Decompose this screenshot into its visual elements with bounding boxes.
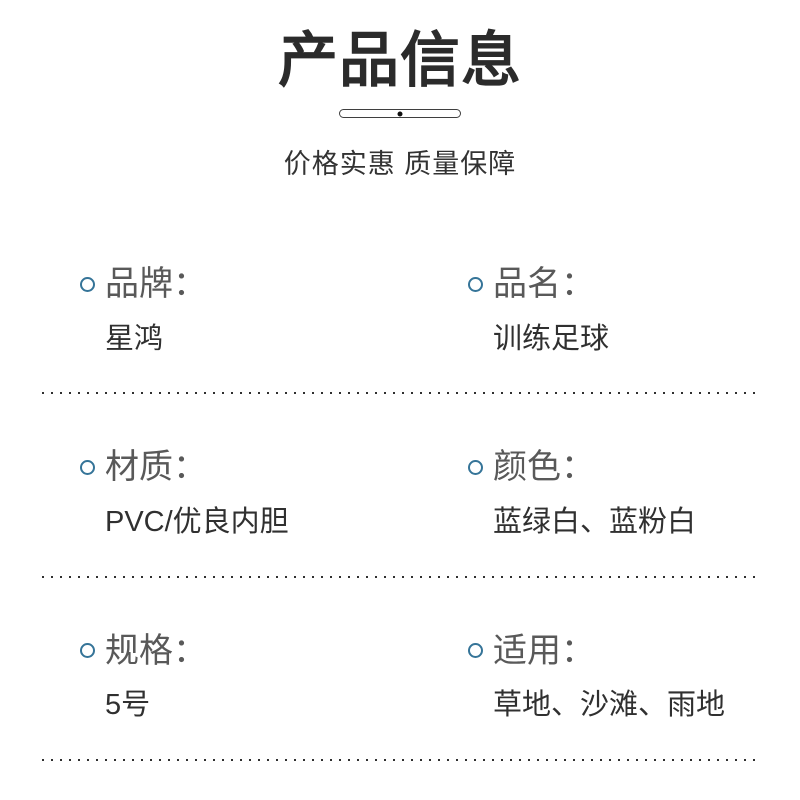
attr-color-value: 蓝绿白、蓝粉白: [493, 505, 697, 538]
attr-label-line: 材质：: [80, 446, 400, 489]
attr-material: 材质： PVC/优良内胆: [42, 446, 400, 539]
attr-material-label: 材质：: [105, 448, 207, 487]
attr-color: 颜色： 蓝绿白、蓝粉白: [400, 446, 758, 539]
pill-dot-icon: [397, 111, 403, 116]
dotted-divider: [42, 392, 758, 395]
header: 产品信息 价格实惠 质量保障: [0, 0, 800, 181]
attr-brand-value: 星鸿: [105, 322, 164, 355]
attr-usage: 适用： 草地、沙滩、雨地: [400, 630, 758, 723]
attr-row-1: 品牌： 星鸿 品名： 训练足球: [42, 263, 758, 356]
attr-product-name-label: 品名：: [493, 265, 595, 303]
page-subtitle: 价格实惠 质量保障: [283, 149, 517, 179]
attr-row-3: 规格： 5号 适用： 草地、沙滩、雨地: [42, 630, 758, 723]
attr-color-label: 颜色：: [493, 448, 595, 487]
attr-label-line: 品牌：: [80, 263, 400, 306]
attr-brand-label: 品牌：: [105, 265, 207, 303]
attr-product-name: 品名： 训练足球: [400, 263, 758, 356]
attributes-section: 品牌： 星鸿 品名： 训练足球 材质： PVC/优良内胆 颜色： 蓝绿白: [0, 263, 800, 761]
attr-size: 规格： 5号: [42, 630, 400, 723]
attr-label-line: 规格：: [80, 630, 400, 673]
attr-brand: 品牌： 星鸿: [42, 263, 400, 356]
dotted-divider: [42, 575, 758, 578]
attr-size-label: 规格：: [105, 631, 207, 670]
ring-icon: [468, 276, 483, 292]
ring-icon: [80, 460, 95, 476]
ring-icon: [80, 643, 95, 659]
ring-icon: [80, 276, 95, 292]
page-title: 产品信息: [278, 27, 522, 94]
attr-label-line: 品名：: [468, 263, 758, 306]
attr-label-line: 适用：: [468, 630, 758, 673]
attr-product-name-value: 训练足球: [493, 322, 610, 355]
dotted-divider: [42, 758, 758, 761]
ring-icon: [468, 643, 483, 659]
ring-icon: [468, 460, 483, 476]
attr-usage-label: 适用：: [493, 631, 595, 670]
attr-size-value: 5号: [105, 689, 151, 722]
attr-usage-value: 草地、沙滩、雨地: [493, 689, 726, 722]
title-divider-pill: [339, 109, 461, 118]
attr-label-line: 颜色：: [468, 446, 758, 489]
attr-material-value: PVC/优良内胆: [105, 505, 289, 538]
attr-row-2: 材质： PVC/优良内胆 颜色： 蓝绿白、蓝粉白: [42, 446, 758, 539]
